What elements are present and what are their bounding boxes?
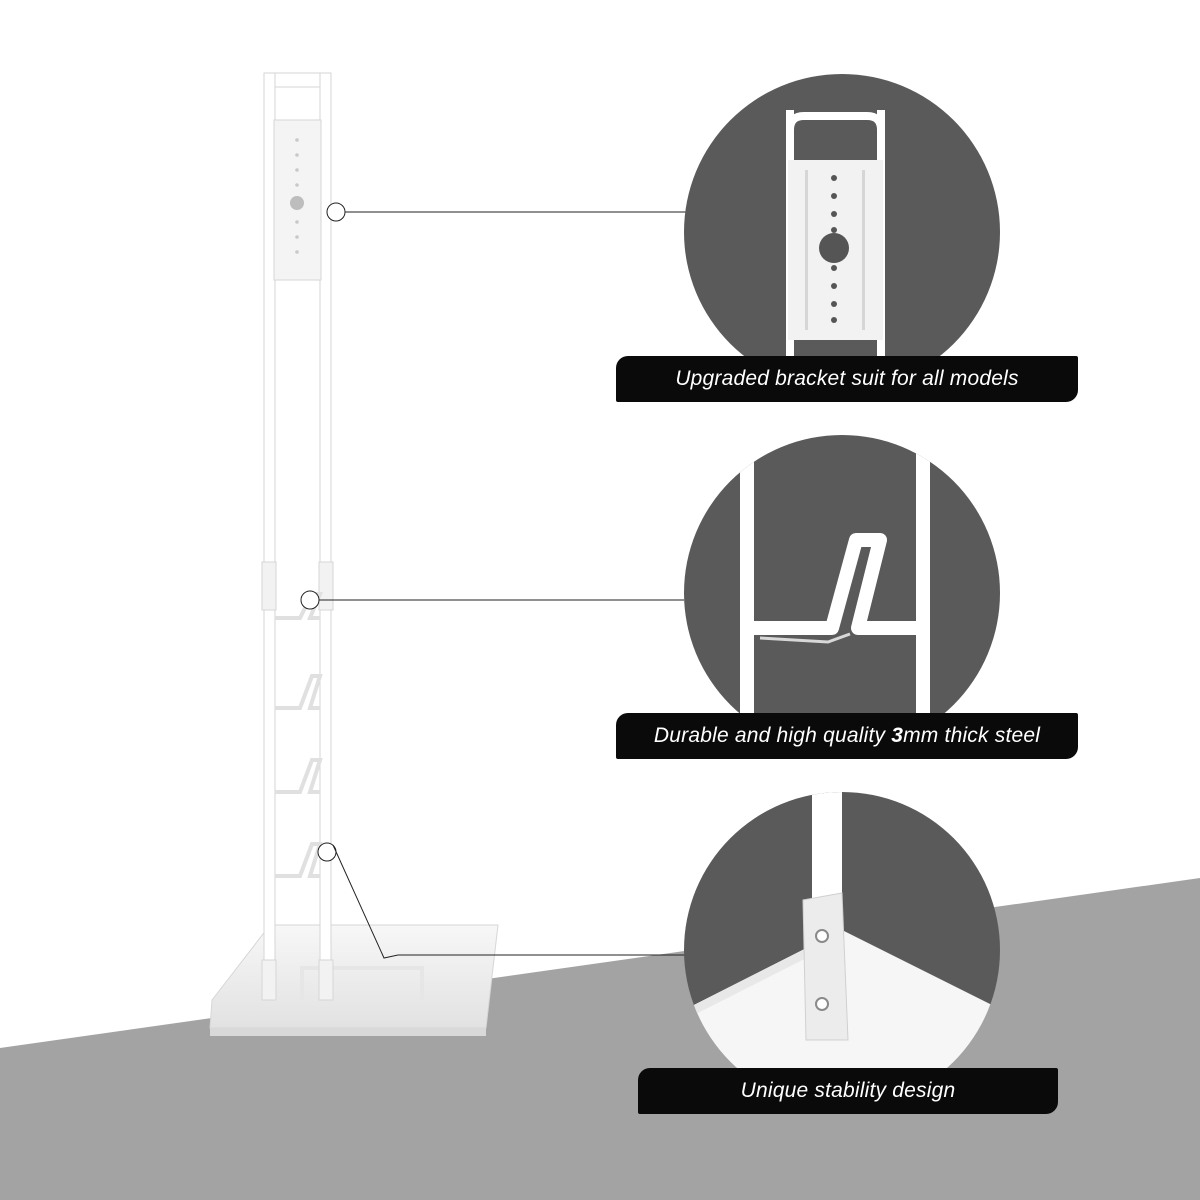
stand-base [209, 924, 499, 1029]
detail-circle-bracket [684, 74, 1000, 390]
callout-label-steel: Durable and high quality 3mm thick steel [616, 713, 1078, 759]
pointer-dot-bracket [326, 202, 346, 222]
callout-text: Upgraded bracket suit for all models [675, 367, 1019, 390]
callout-label-bracket: Upgraded bracket suit for all models [616, 356, 1078, 402]
leader-lines [300, 202, 722, 959]
callout-text-suffix: mm thick steel [903, 724, 1041, 747]
callout-text-emphasis: 3 [891, 724, 904, 747]
callout-label-stability: Unique stability design [638, 1068, 1058, 1114]
vacuum-stand [209, 72, 499, 1036]
callout-text: Durable and high quality 3mm thick steel [654, 724, 1040, 748]
floor [0, 878, 1200, 1200]
callout-text-prefix: Durable and high quality [653, 724, 892, 747]
detail-circle-hook [684, 435, 1000, 751]
callout-text: Unique stability design [740, 1079, 956, 1102]
detail-circle-stability [684, 792, 1000, 1108]
pointer-dot-hook [300, 590, 320, 610]
